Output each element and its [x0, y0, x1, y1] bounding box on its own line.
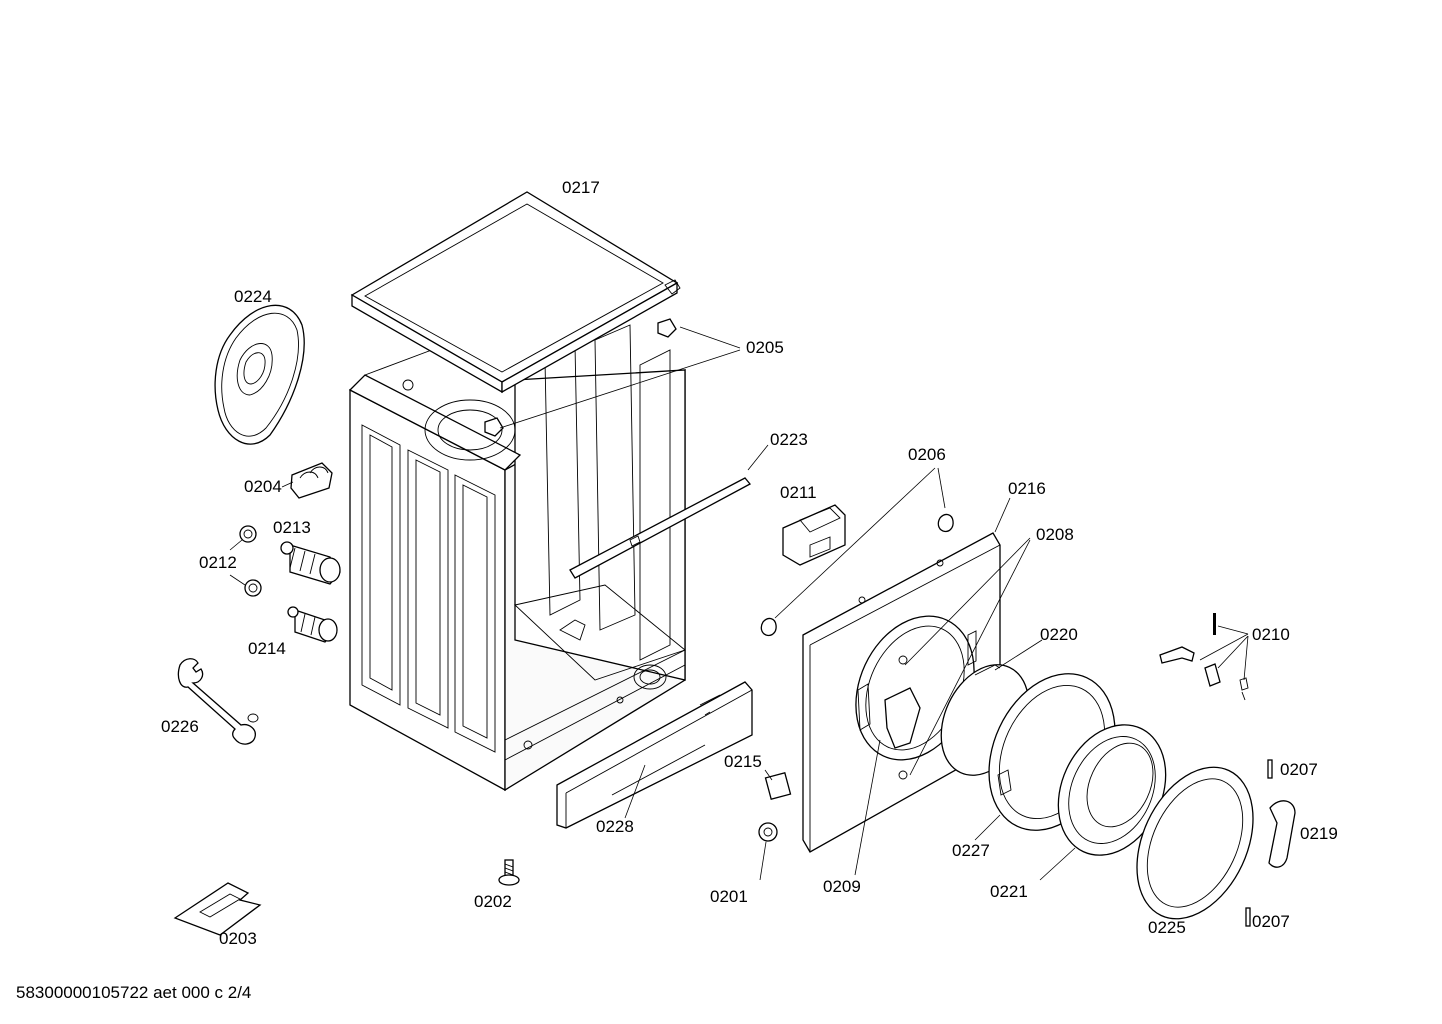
label-0207-lower: 0207 [1252, 912, 1290, 931]
adjustable-foot [498, 859, 520, 886]
cross-strut [569, 477, 752, 579]
label-0206: 0206 [908, 445, 946, 464]
label-0216: 0216 [1008, 479, 1046, 498]
label-0215: 0215 [724, 752, 762, 771]
leader-lines [229, 326, 1249, 881]
label-0226: 0226 [161, 717, 199, 736]
label-0213: 0213 [273, 518, 311, 537]
label-0221: 0221 [990, 882, 1028, 901]
label-0208: 0208 [1036, 525, 1074, 544]
shock-absorber-0212 [244, 579, 262, 597]
part-number-labels: 0217 0224 0205 0223 0206 0216 0211 0208 … [161, 178, 1338, 948]
hose-clip-0204 [290, 462, 333, 499]
shock-absorber-0214 [287, 606, 338, 643]
fastener-0206 [760, 513, 954, 637]
label-0220: 0220 [1040, 625, 1078, 644]
label-0214: 0214 [248, 639, 286, 658]
plinth-panel [556, 681, 753, 829]
door-outer-ring-0225 [1136, 766, 1254, 920]
label-0209: 0209 [823, 877, 861, 896]
pin-0207a [1267, 759, 1273, 779]
document-code: 58300000105722 aet 000 c 2/4 [16, 983, 251, 1002]
label-0225: 0225 [1148, 918, 1186, 937]
label-0219: 0219 [1300, 824, 1338, 843]
knob-0201 [758, 822, 778, 842]
pin-0207b [1245, 907, 1251, 927]
label-0212: 0212 [199, 553, 237, 572]
label-0223: 0223 [770, 430, 808, 449]
label-0227: 0227 [952, 841, 990, 860]
shock-absorber-0213 [239, 525, 341, 585]
label-0201: 0201 [710, 887, 748, 906]
transport-bracket [173, 882, 262, 936]
top-cover [350, 191, 681, 394]
label-0211: 0211 [780, 483, 817, 502]
label-0228: 0228 [596, 817, 634, 836]
label-0202: 0202 [474, 892, 512, 911]
lid-hinge-0205 [484, 318, 677, 437]
label-0217: 0217 [562, 178, 600, 197]
label-0203: 0203 [219, 929, 257, 948]
door-lock-0211 [782, 504, 846, 566]
label-0205: 0205 [746, 338, 784, 357]
label-0207-upper: 0207 [1280, 760, 1318, 779]
label-0224: 0224 [234, 287, 272, 306]
label-0210: 0210 [1252, 625, 1290, 644]
door-handle-0219 [1268, 800, 1296, 868]
rear-motor-shield [214, 304, 305, 445]
label-0204: 0204 [244, 477, 282, 496]
hinge-kit-0210 [1159, 613, 1249, 701]
cabinet-housing [348, 324, 686, 792]
wrench-tool [177, 658, 259, 745]
